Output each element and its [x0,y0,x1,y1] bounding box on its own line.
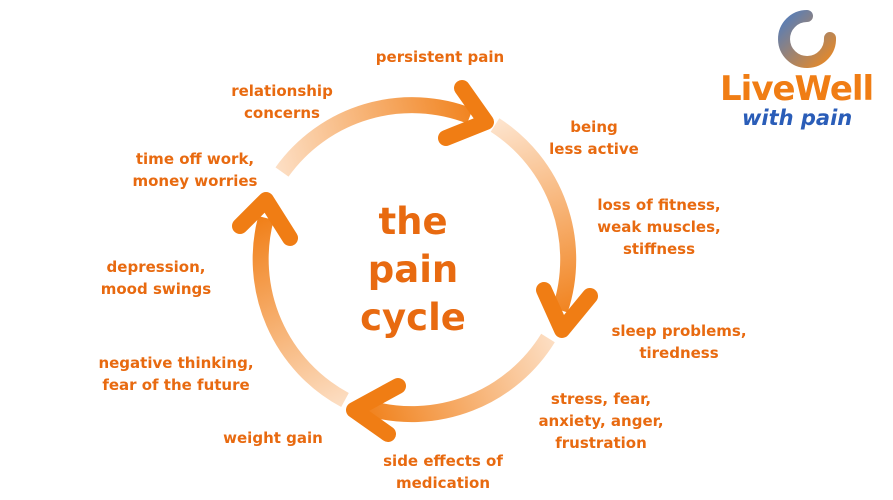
label-loss-of-fitness: loss of fitness, weak muscles, stiffness [594,194,724,260]
label-persistent-pain: persistent pain [372,46,508,68]
label-line: anxiety, anger, [538,412,664,430]
label-line: relationship [231,82,333,100]
arrowhead-top [438,80,494,146]
arrowhead-right [536,282,598,338]
logo-ring-icon [778,10,836,68]
label-line: negative thinking, [98,354,254,372]
center-title-line-1: the [378,200,448,243]
arrowhead-bottom [346,378,406,442]
center-title-line-3: cycle [360,296,466,339]
label-line: stress, fear, [550,390,652,408]
ring-segment-left [252,215,349,408]
label-line: sleep problems, [611,322,747,340]
label-line: depression, [106,258,206,276]
ring-segment-top [275,97,473,177]
label-line: concerns [244,104,320,122]
label-depression: depression, mood swings [92,256,220,300]
logo-word-live: Live [720,69,796,109]
center-title-line-2: pain [367,248,459,291]
label-line: mood swings [100,280,212,298]
logo-tagline: with pain [742,106,853,130]
label-relationship-concerns: relationship concerns [222,80,342,124]
label-line: tiredness [639,344,719,362]
label-line: fear of the future [102,376,250,394]
label-line: side effects of [383,452,503,470]
label-side-effects: side effects of medication [376,450,510,494]
label-being-less-active: being less active [546,116,642,160]
label-line: persistent pain [375,48,505,66]
label-line: time off work, [135,150,255,168]
label-line: weight gain [223,429,323,447]
label-negative-thinking: negative thinking, fear of the future [92,352,260,396]
label-sleep-problems: sleep problems, tiredness [606,320,752,364]
label-line: weak muscles, [597,218,721,236]
label-line: loss of fitness, [597,196,721,214]
center-title: the pain cycle [313,198,513,342]
label-line: money worries [132,172,258,190]
label-line: stiffness [622,240,696,258]
label-stress-fear: stress, fear, anxiety, anger, frustratio… [532,388,670,454]
label-weight-gain: weight gain [218,427,328,449]
logo-wordmark: LiveWell [720,69,875,109]
label-time-off-work: time off work, money worries [122,148,268,192]
label-line: medication [396,474,490,492]
arrowhead-left [232,192,298,246]
label-line: less active [549,140,639,158]
label-line: frustration [555,434,647,452]
ring-segment-bottom [365,333,555,423]
label-line: being [570,118,618,136]
ring-segment-right [490,118,577,313]
logo-word-well: Well [794,69,875,109]
